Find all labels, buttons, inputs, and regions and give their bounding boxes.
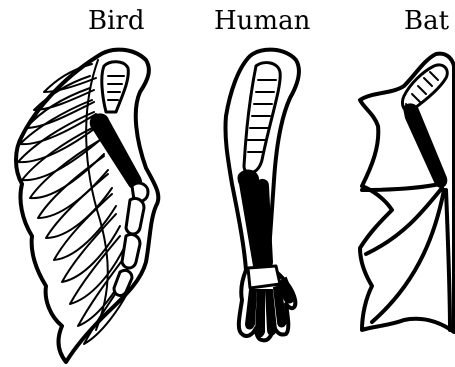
bird-wing (16, 50, 158, 362)
bird-radius-ulna (91, 114, 141, 188)
bird-label: Bird (88, 6, 145, 36)
bird-metacarpal (126, 198, 144, 234)
bird-humerus (102, 62, 128, 112)
human-arm (225, 50, 298, 341)
bat-wing (360, 54, 454, 332)
human-label: Human (214, 6, 310, 36)
bat-forearm (404, 104, 446, 187)
bat-label: Bat (404, 6, 449, 36)
bat-digits (362, 104, 450, 330)
bird-digit-1 (122, 234, 140, 268)
human-carpals (248, 266, 280, 288)
